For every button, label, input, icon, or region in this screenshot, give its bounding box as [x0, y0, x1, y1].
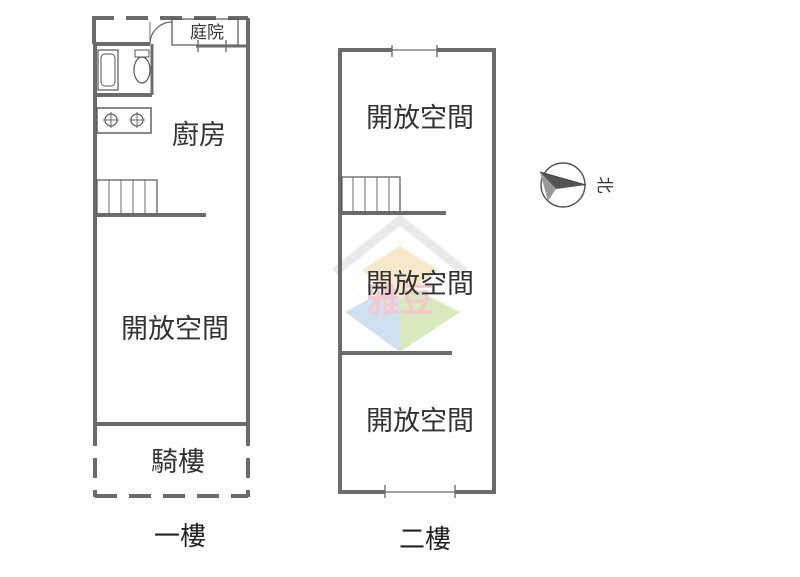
floor2-title: 二樓 [399, 525, 451, 555]
floor1-open-space-label: 開放空間 [121, 314, 229, 345]
courtyard-label: 庭院 [190, 23, 224, 43]
floor2-open-space-mid-label: 開放空間 [366, 269, 474, 300]
floor2-plan [338, 45, 496, 498]
north-label: 北 [594, 177, 614, 194]
kitchen-label: 廚房 [172, 120, 226, 151]
floor2-open-space-bottom-label: 開放空間 [366, 406, 474, 437]
floor1-title: 一樓 [154, 522, 206, 552]
floor2-open-space-top-label: 開放空間 [366, 103, 474, 134]
watermark-text: 雅豆 [366, 281, 434, 321]
floor1-plan [92, 16, 250, 498]
watermark-logo: 雅豆 [332, 214, 468, 352]
compass-icon [539, 162, 587, 208]
arcade-label: 騎樓 [151, 447, 205, 478]
